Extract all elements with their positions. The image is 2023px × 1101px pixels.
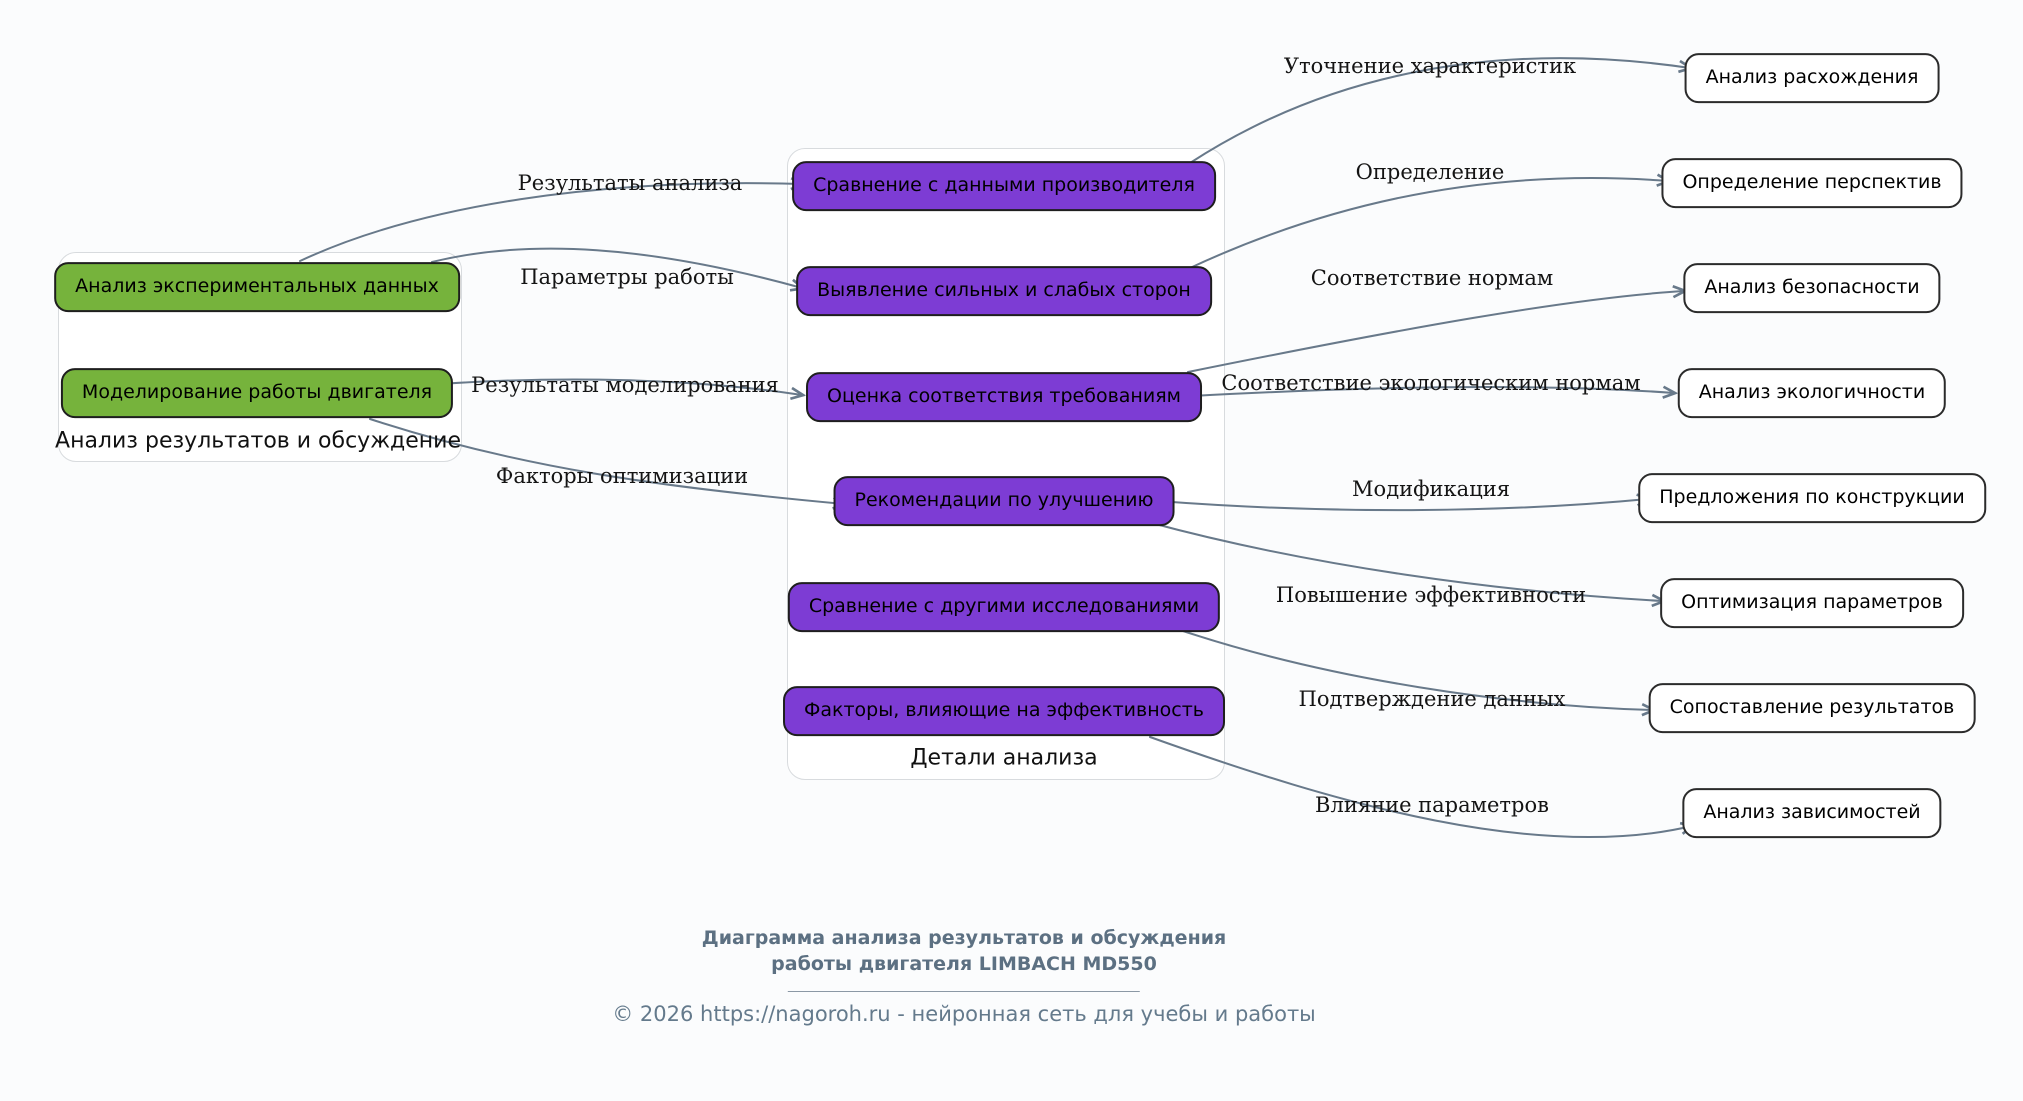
- node-prospects-definition: Определение перспектив: [1661, 158, 1963, 208]
- edge-experiment-to-manufacturer: [299, 183, 802, 262]
- group-label-results-discussion: Анализ результатов и обсуждение: [55, 428, 461, 454]
- node-experimental-data-analysis: Анализ экспериментальных данных: [54, 262, 460, 312]
- node-other-studies-comparison: Сравнение с другими исследованиями: [787, 582, 1221, 632]
- edge-modeling-to-recommendations: [369, 418, 844, 504]
- caption-copyright: © 2026 https://nagoroh.ru - нейронная се…: [612, 1002, 1316, 1026]
- edge-recommendations-to-design: [1157, 499, 1648, 512]
- edge-label-modification: Модификация: [1352, 477, 1510, 501]
- node-strengths-weaknesses: Выявление сильных и слабых сторон: [796, 266, 1212, 316]
- node-discrepancy-analysis: Анализ расхождения: [1684, 53, 1940, 103]
- edge-strengths-to-prospects: [1189, 178, 1668, 269]
- caption-title-line1: Диаграмма анализа результатов и обсужден…: [701, 927, 1227, 949]
- group-box-analysis-details: [787, 148, 1225, 780]
- node-efficiency-factors: Факторы, влияющие на эффективность: [783, 686, 1225, 736]
- edge-label-modeling-results: Результаты моделирования: [471, 373, 779, 397]
- caption-title-line2: работы двигателя LIMBACH MD550: [771, 952, 1157, 975]
- edge-label-operation-parameters: Параметры работы: [520, 265, 734, 289]
- edge-compliance-to-ecology: [1191, 387, 1674, 396]
- node-safety-analysis: Анализ безопасности: [1683, 263, 1941, 313]
- edge-experiment-to-strengths: [431, 247, 802, 288]
- edge-label-definition: Определение: [1355, 160, 1505, 184]
- node-engine-operation-modeling: Моделирование работы двигателя: [60, 368, 454, 418]
- edge-manufacturer-to-discrepancy: [1189, 57, 1690, 164]
- caption-divider: [788, 991, 1140, 993]
- node-parameter-optimization: Оптимизация параметров: [1660, 578, 1964, 628]
- edge-label-efficiency-increase: Повышение эффективности: [1275, 583, 1587, 607]
- node-requirements-compliance: Оценка соответствия требованиям: [806, 372, 1202, 422]
- edge-label-norms-compliance: Соответствие нормам: [1310, 266, 1554, 290]
- edge-label-characteristics-refinement: Уточнение характеристик: [1283, 54, 1577, 78]
- edge-recommendations-to-optimization: [1147, 521, 1663, 601]
- edge-label-data-confirmation: Подтверждение данных: [1298, 687, 1566, 711]
- node-improvement-recommendations: Рекомендации по улучшению: [833, 476, 1175, 526]
- edge-label-analysis-results: Результаты анализа: [517, 171, 743, 195]
- edge-label-ecological-norms-compliance: Соответствие экологическим нормам: [1221, 371, 1641, 395]
- node-ecology-analysis: Анализ экологичности: [1677, 368, 1947, 418]
- edge-factors-to-dependencies: [1149, 736, 1692, 839]
- node-design-proposals: Предложения по конструкции: [1638, 473, 1986, 523]
- node-results-matching: Сопоставление результатов: [1648, 683, 1976, 733]
- edge-modeling-to-compliance: [439, 378, 802, 395]
- group-label-analysis-details: Детали анализа: [910, 745, 1098, 771]
- diagram-caption: Диаграмма анализа результатов и обсужден…: [701, 926, 1227, 993]
- edge-compliance-to-safety: [1187, 291, 1684, 373]
- node-manufacturer-data-comparison: Сравнение с данными производителя: [792, 161, 1216, 211]
- node-dependencies-analysis: Анализ зависимостей: [1682, 788, 1942, 838]
- edge-label-parameters-influence: Влияние параметров: [1315, 793, 1549, 817]
- edge-label-optimization-factors: Факторы оптимизации: [495, 464, 749, 488]
- edge-otherstudies-to-matching: [1179, 629, 1653, 710]
